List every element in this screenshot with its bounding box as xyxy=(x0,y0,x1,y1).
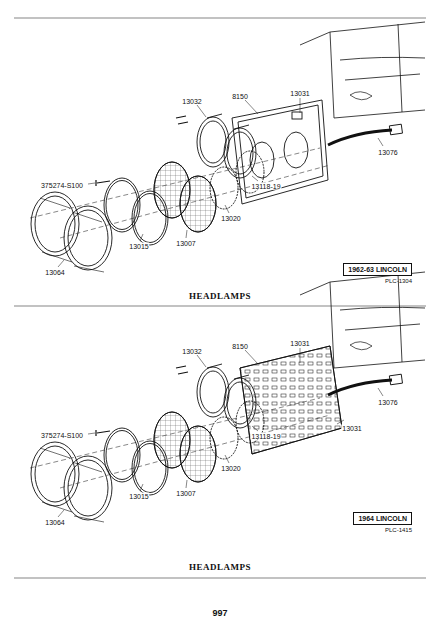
plate-number: PLC-1415 xyxy=(353,527,412,533)
model-year-label: 1962-63 LINCOLN xyxy=(343,263,412,276)
plate-number: PLC-1304 xyxy=(343,278,412,284)
caption: HEADLAMPS xyxy=(188,292,252,301)
callout-number: 13076 xyxy=(377,149,398,156)
part-number: 375274-S100 xyxy=(40,432,84,439)
callout-number: 13031 xyxy=(289,340,310,347)
callout-number: 13031 xyxy=(341,425,362,432)
callout-number: 13015 xyxy=(128,493,149,500)
callout-number: 13007 xyxy=(175,240,196,247)
model-year-box: 1962-63 LINCOLN PLC-1304 xyxy=(343,263,412,284)
model-year-label: 1964 LINCOLN xyxy=(353,512,412,525)
page-number: 997 xyxy=(211,609,228,618)
part-number: 375274-S100 xyxy=(40,182,84,189)
callout-number: 13118-19 xyxy=(250,433,281,440)
callout-number: 13015 xyxy=(128,243,149,250)
callout-number: 13020 xyxy=(220,215,241,222)
callout-number: 13032 xyxy=(181,348,202,355)
callout-number: 13032 xyxy=(181,98,202,105)
callout-number: 13031 xyxy=(289,90,310,97)
callout-number: 13020 xyxy=(220,465,241,472)
callout-number: 13007 xyxy=(175,490,196,497)
callout-number: 8150 xyxy=(231,93,249,100)
callout-number: 13064 xyxy=(44,269,65,276)
callout-number: 8150 xyxy=(231,343,249,350)
caption: HEADLAMPS xyxy=(188,563,252,572)
callout-number: 13076 xyxy=(377,399,398,406)
callout-number: 13064 xyxy=(44,519,65,526)
model-year-box: 1964 LINCOLN PLC-1415 xyxy=(353,512,412,533)
callout-number: 13118-19 xyxy=(250,183,281,190)
